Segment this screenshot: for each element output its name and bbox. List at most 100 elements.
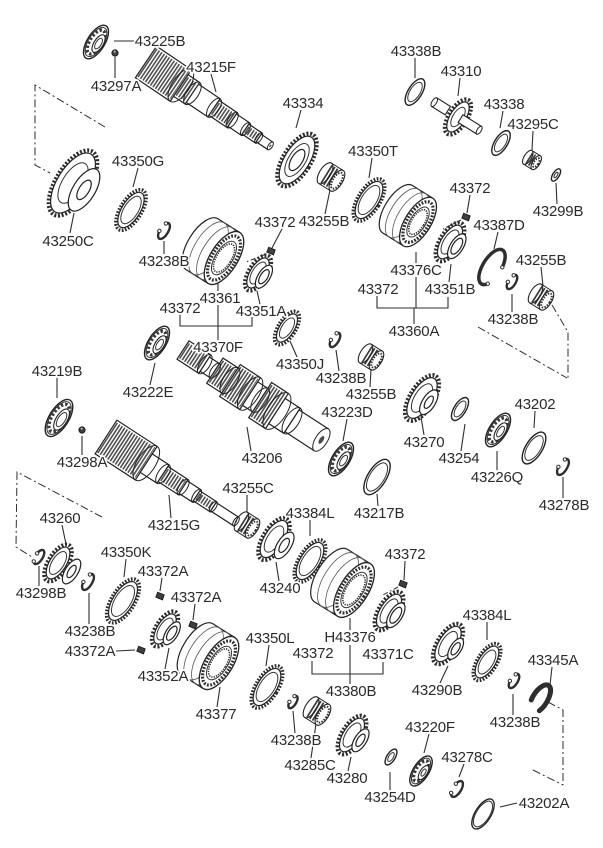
washer-43217B bbox=[363, 458, 391, 496]
boundary-dashdot-line bbox=[551, 304, 569, 378]
snapring-43238B-6 bbox=[507, 672, 521, 690]
part-label-43351A[interactable]: 43351A bbox=[234, 301, 288, 322]
leader-line bbox=[342, 418, 348, 442]
leader-line bbox=[466, 194, 471, 214]
part-label-43297A[interactable]: 43297A bbox=[89, 76, 143, 97]
ring-43350T bbox=[351, 177, 387, 223]
part-label-43222E[interactable]: 43222E bbox=[121, 382, 175, 403]
part-label-43238B[interactable]: 43238B bbox=[63, 621, 117, 642]
roller-bearing-43255B-3 bbox=[357, 343, 385, 371]
part-label-43361[interactable]: 43361 bbox=[198, 288, 242, 309]
part-label-43387D[interactable]: 43387D bbox=[472, 215, 527, 236]
part-label-43255B[interactable]: 43255B bbox=[514, 250, 568, 271]
roller-bearing-43285C bbox=[302, 696, 332, 726]
part-label-43372[interactable]: 43372 bbox=[291, 643, 335, 664]
part-label-43352A[interactable]: 43352A bbox=[136, 666, 190, 687]
part-label-43377[interactable]: 43377 bbox=[194, 704, 238, 725]
part-label-43270[interactable]: 43270 bbox=[402, 432, 446, 453]
part-label-43206[interactable]: 43206 bbox=[240, 448, 284, 469]
part-label-43217B[interactable]: 43217B bbox=[352, 503, 406, 524]
part-label-43298B[interactable]: 43298B bbox=[14, 583, 68, 604]
ring-43350G bbox=[114, 187, 148, 233]
part-label-43384L[interactable]: 43384L bbox=[284, 503, 337, 524]
part-label-43345A[interactable]: 43345A bbox=[526, 650, 580, 671]
part-label-43250C[interactable]: 43250C bbox=[41, 231, 96, 252]
part-label-43371C[interactable]: 43371C bbox=[361, 644, 416, 665]
part-label-43254D[interactable]: 43254D bbox=[363, 787, 418, 808]
part-label-43310[interactable]: 43310 bbox=[439, 61, 483, 82]
part-label-43338B[interactable]: 43338B bbox=[389, 41, 443, 62]
reverse-idler-43310 bbox=[430, 97, 483, 137]
part-label-43372A[interactable]: 43372A bbox=[63, 641, 117, 662]
part-label-43372[interactable]: 43372 bbox=[448, 178, 492, 199]
part-label-43372[interactable]: 43372 bbox=[383, 544, 427, 565]
part-label-43338[interactable]: 43338 bbox=[482, 94, 526, 115]
ring-43384L-2 bbox=[471, 641, 503, 683]
part-label-43295C[interactable]: 43295C bbox=[506, 114, 561, 135]
part-label-43372[interactable]: 43372 bbox=[158, 298, 202, 319]
gear-43240 bbox=[256, 515, 295, 563]
part-label-43238B[interactable]: 43238B bbox=[269, 730, 323, 751]
part-label-43299B[interactable]: 43299B bbox=[531, 201, 585, 222]
leader-line bbox=[61, 524, 67, 545]
part-label-43238B[interactable]: 43238B bbox=[137, 251, 191, 272]
leader-line bbox=[295, 109, 302, 129]
leader-line bbox=[368, 157, 373, 179]
part-label-43298A[interactable]: 43298A bbox=[55, 452, 109, 473]
part-label-43278B[interactable]: 43278B bbox=[537, 495, 591, 516]
hub-gear-43351A bbox=[242, 253, 274, 293]
part-label-43370F[interactable]: 43370F bbox=[191, 337, 244, 358]
part-label-43350K[interactable]: 43350K bbox=[99, 542, 153, 563]
part-label-43215F[interactable]: 43215F bbox=[184, 57, 237, 78]
part-label-43255C[interactable]: 43255C bbox=[221, 478, 276, 499]
part-label-43372A[interactable]: 43372A bbox=[136, 561, 190, 582]
part-label-43219B[interactable]: 43219B bbox=[30, 361, 84, 382]
part-label-43290B[interactable]: 43290B bbox=[410, 680, 464, 701]
part-label-43372[interactable]: 43372 bbox=[253, 212, 297, 233]
part-label-43240[interactable]: 43240 bbox=[258, 578, 302, 599]
leader-line bbox=[210, 73, 217, 93]
part-label-43226Q[interactable]: 43226Q bbox=[469, 467, 525, 488]
part-label-43350G[interactable]: 43350G bbox=[110, 151, 166, 172]
part-label-43238B[interactable]: 43238B bbox=[488, 712, 542, 733]
leader-line bbox=[423, 733, 430, 754]
part-label-43285C[interactable]: 43285C bbox=[283, 755, 338, 776]
part-label-43215G[interactable]: 43215G bbox=[146, 515, 202, 536]
part-label-43372A[interactable]: 43372A bbox=[169, 587, 223, 608]
leader-line bbox=[533, 410, 536, 429]
part-label-43202[interactable]: 43202 bbox=[513, 394, 557, 415]
key-pin-43372A-3 bbox=[136, 645, 146, 655]
part-label-H43376[interactable]: H43376 bbox=[323, 627, 378, 648]
part-label-43278C[interactable]: 43278C bbox=[440, 747, 495, 768]
part-label-43350L[interactable]: 43350L bbox=[244, 628, 297, 649]
part-label-43380B[interactable]: 43380B bbox=[324, 681, 378, 702]
part-label-43280[interactable]: 43280 bbox=[325, 768, 369, 789]
hub-gear-43371C bbox=[372, 589, 406, 633]
ring-43350J bbox=[272, 309, 302, 347]
part-label-43334[interactable]: 43334 bbox=[281, 93, 325, 114]
part-label-43220F[interactable]: 43220F bbox=[403, 717, 456, 738]
bearing-43222E bbox=[143, 325, 171, 361]
leader-line bbox=[256, 290, 261, 305]
part-label-43350T[interactable]: 43350T bbox=[346, 141, 399, 162]
part-label-43260[interactable]: 43260 bbox=[38, 508, 82, 529]
leader-line bbox=[216, 686, 221, 708]
part-label-43255B[interactable]: 43255B bbox=[344, 384, 398, 405]
part-label-43223D[interactable]: 43223D bbox=[320, 402, 375, 423]
part-label-43360A[interactable]: 43360A bbox=[387, 321, 441, 342]
part-label-43255B[interactable]: 43255B bbox=[297, 211, 351, 232]
part-label-43351B[interactable]: 43351B bbox=[423, 279, 477, 300]
synchro-drum-43361 bbox=[181, 217, 245, 286]
part-label-43384L[interactable]: 43384L bbox=[461, 605, 514, 626]
part-label-43238B[interactable]: 43238B bbox=[486, 309, 540, 330]
part-label-43372[interactable]: 43372 bbox=[356, 279, 400, 300]
part-label-43376C[interactable]: 43376C bbox=[389, 260, 444, 281]
boundary-dashdot-line bbox=[532, 769, 564, 786]
part-label-43238B[interactable]: 43238B bbox=[314, 368, 368, 389]
part-label-43350J[interactable]: 43350J bbox=[274, 354, 326, 375]
part-label-43225B[interactable]: 43225B bbox=[133, 31, 187, 52]
leader-line bbox=[493, 231, 499, 250]
part-label-43202A[interactable]: 43202A bbox=[517, 793, 571, 814]
part-label-43254[interactable]: 43254 bbox=[437, 448, 481, 469]
roller-bearing-43255C bbox=[233, 511, 261, 539]
